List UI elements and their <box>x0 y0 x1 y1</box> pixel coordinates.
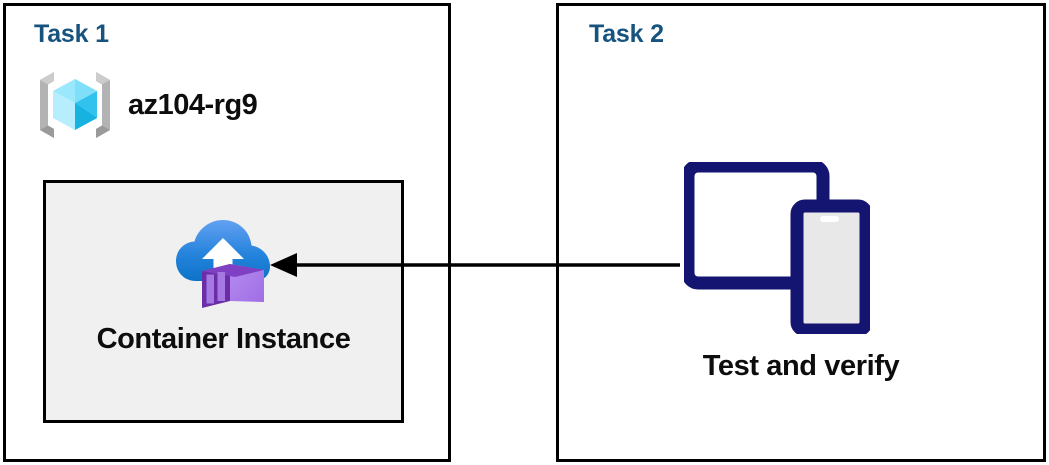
resource-group-row: az104-rg9 <box>34 66 258 144</box>
panel-task-1: Task 1 <box>3 3 451 462</box>
azure-resource-group-icon <box>34 66 116 144</box>
resource-group-label: az104-rg9 <box>128 88 258 121</box>
panel-title-task-2: Task 2 <box>589 20 664 48</box>
test-and-verify-label: Test and verify <box>702 350 900 382</box>
panel-title-task-1: Task 1 <box>34 20 109 48</box>
container-instance-label: Container Instance <box>96 323 351 355</box>
container-instance-box: Container Instance <box>43 180 404 423</box>
